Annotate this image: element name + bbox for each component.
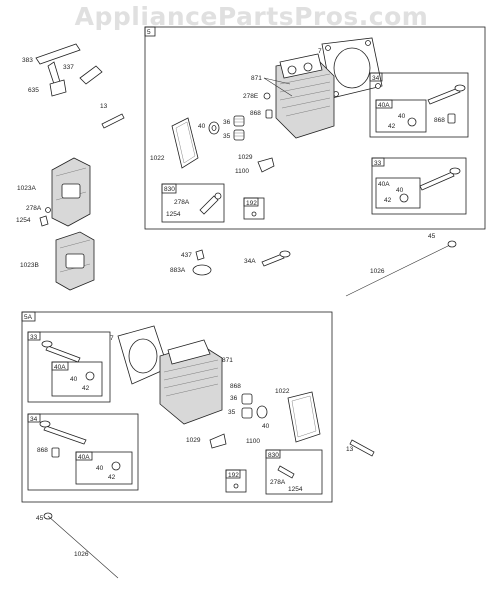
push-rod [345,243,453,297]
label-437: 437 [181,252,192,259]
group-830-lower [265,449,323,495]
label-1100-lower: 1100 [246,438,260,445]
push-rod-lower [47,515,119,579]
cylinder-head [275,53,335,139]
label-1023B: 1023B [20,262,39,269]
subgroup-33-lower [27,331,111,403]
label-7-lower: 7 [110,335,114,342]
subgroup-33 [371,157,467,215]
label-13-lower: 13 [346,446,354,453]
label-45-bottom: 45 [36,515,44,522]
rocker-arm [257,157,275,173]
rocker-cover-gasket [171,117,199,169]
sub34-id: 34 [372,75,380,82]
label-1023A: 1023A [17,185,36,192]
subgroup-34-lower [27,413,139,491]
valve-springs [233,115,245,141]
label-278A-lower: 278A [270,479,286,486]
rocker-cover-gasket-lower [287,391,321,443]
box-5A-id: 5A [24,314,33,321]
label-40: 40 [198,123,206,130]
label-830-lower: 830 [268,452,279,459]
label-1029-lower: 1029 [186,437,201,444]
label-278E: 278E [243,93,259,100]
label-1254-left: 1254 [16,217,31,224]
sub33-lower-42: 42 [82,385,90,392]
sub34-lower-40: 40 [96,465,104,472]
label-635: 635 [28,87,39,94]
clamp [192,264,212,276]
label-192-lower: 192 [228,472,239,479]
label-40-lower: 40 [262,423,270,430]
label-35: 35 [223,133,231,140]
label-1022: 1022 [150,155,165,162]
label-1254: 1254 [166,211,181,218]
label-868: 868 [250,110,261,117]
sub33-lower-40A: 40A [54,364,66,371]
label-1100: 1100 [235,168,249,175]
label-1026: 1026 [370,268,385,275]
label-13: 13 [100,103,108,110]
sub34-lower-40A: 40A [78,454,90,461]
sub34-868: 868 [434,117,445,124]
assembly-box-5A: 5A 33 40A 40 42 7 871 868 36 35 40 1022 … [21,311,333,503]
sub34-lower-42: 42 [108,474,116,481]
sub33-40: 40 [396,187,404,194]
subgroup-34 [369,72,469,138]
breather-tube [35,43,81,65]
label-1022-lower: 1022 [275,388,290,395]
label-383: 383 [22,57,33,64]
label-36-lower: 36 [230,395,238,402]
box-5-id: 5 [147,29,151,36]
label-36: 36 [223,119,231,126]
label-871: 871 [251,75,262,82]
sub33-lower-id: 33 [30,334,38,341]
left-parts: 383 337 635 13 1023A 278A 1254 1023B [16,43,125,291]
spark-plug [79,65,103,85]
sub34-40: 40 [398,113,406,120]
sub33-40A: 40A [378,181,390,188]
label-278A-left: 278A [26,205,42,212]
label-35-lower: 35 [228,409,236,416]
label-830: 830 [164,186,175,193]
label-7: 7 [318,48,322,55]
sub33-lower-40: 40 [70,376,78,383]
sub33-42: 42 [384,197,392,204]
label-1026-bottom: 1026 [74,551,89,558]
group-830 [161,183,225,223]
label-871-lower: 871 [222,357,233,364]
label-278A: 278A [174,199,190,206]
sub33-id: 33 [374,160,382,167]
sub34-lower-868: 868 [37,447,48,454]
label-34A: 34A [244,258,256,265]
label-45: 45 [428,233,436,240]
middle-parts: 437 883A 34A 45 1026 [170,233,457,297]
label-192: 192 [246,200,257,207]
label-1029: 1029 [238,154,253,161]
label-883A: 883A [170,267,186,274]
head-gasket [321,37,383,99]
label-337: 337 [63,64,74,71]
label-1254-lower: 1254 [288,486,303,493]
sub34-42: 42 [388,123,396,130]
label-868-lower: 868 [230,383,241,390]
watermark: AppliancePartsPros.com [74,2,429,31]
sub34-40A: 40A [378,102,390,109]
bottom-parts: 45 1026 [36,512,119,579]
sub34-lower-id: 34 [30,416,38,423]
assembly-box-5: 5 7 871 278E 40 36 35 868 [144,26,486,230]
